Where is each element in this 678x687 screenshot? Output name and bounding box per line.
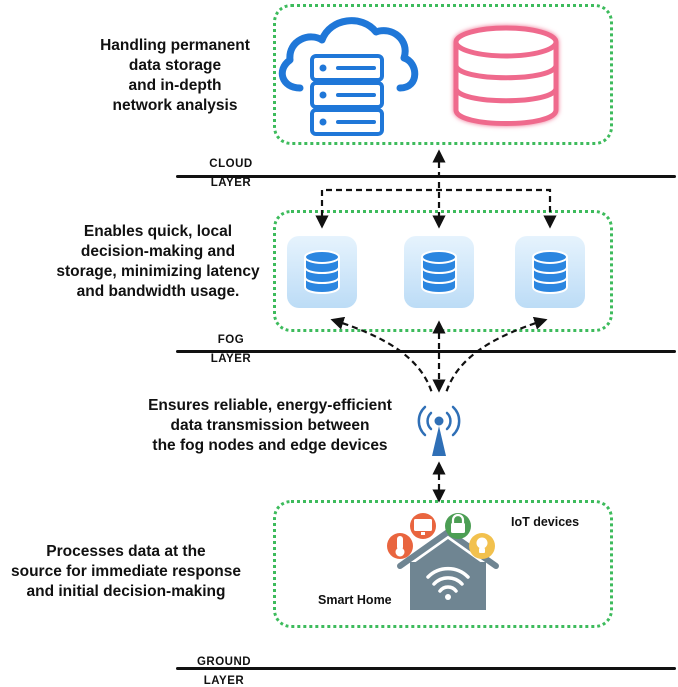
connector-arrows [315, 149, 557, 503]
cloud-layer-label: CLOUD LAYER [209, 158, 253, 189]
cloud-layer-description: Handling permanent data storage and in-d… [100, 37, 250, 114]
fog-node-icon [515, 236, 585, 308]
database-icon [453, 25, 559, 126]
fog-node-icon [404, 236, 474, 308]
monitor-icon [410, 513, 436, 539]
antenna-tower-icon [417, 405, 461, 456]
fog-layer-divider [176, 350, 676, 353]
fog-layer-label: FOG LAYER [210, 334, 252, 365]
bulb-icon [469, 533, 495, 559]
wifi-icon [426, 566, 470, 593]
cloud-server-icon [278, 17, 419, 136]
ground-layer-divider [176, 667, 676, 670]
cloud-layer-divider [176, 175, 676, 178]
fog-node-icon [287, 236, 357, 308]
thermometer-icon [387, 533, 413, 559]
transmission-description: Ensures reliable, energy-efficient data … [148, 397, 392, 454]
fog-layer-description: Enables quick, local decision-making and… [56, 223, 260, 300]
cloud-layer-box [273, 4, 613, 145]
lock-icon [445, 513, 471, 539]
ground-layer-label: GROUND LAYER [196, 656, 252, 687]
iot-devices-label: IoT devices [511, 515, 580, 529]
smart-home-label: Smart Home [318, 593, 392, 607]
ground-layer-description: Processes data at the source for immedia… [11, 543, 241, 600]
